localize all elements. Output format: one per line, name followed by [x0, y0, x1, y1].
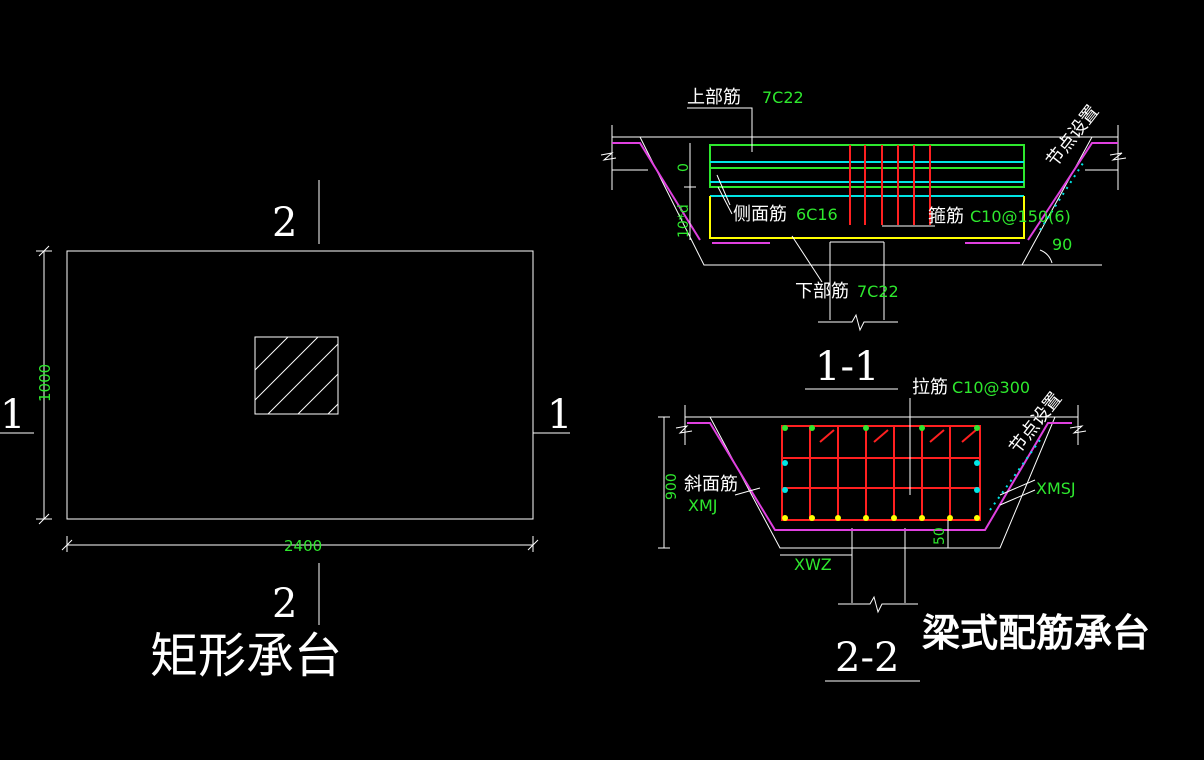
- side-bar-label: 侧面筋: [733, 204, 787, 225]
- tie-value: C10@300: [952, 378, 1030, 397]
- section-2-title: 2-2: [835, 635, 899, 681]
- node-label-1: 节点设置: [1042, 101, 1103, 171]
- haunch-bar-left: [612, 142, 701, 241]
- stirrup-label: 箍筋: [928, 206, 964, 227]
- top-bar-value: 7C22: [762, 88, 804, 107]
- bottom-bar-value: 7C22: [857, 282, 899, 301]
- column-hatch: [254, 336, 339, 415]
- width-dimension: [61, 536, 539, 552]
- dim-50: 50: [932, 527, 948, 545]
- tie-label: 拉筋: [912, 377, 948, 398]
- height-dim-text: 1000: [36, 364, 54, 402]
- bottom-bar: [709, 196, 1025, 239]
- xmj-label: XMJ: [688, 496, 717, 515]
- haunch-bar-right: [1027, 142, 1118, 241]
- section-1-1: 上部筋 7C22 侧面筋 6C16 下部筋 7C22 箍筋 C10@150(6)…: [600, 87, 1127, 390]
- caption: 梁式配筋承台: [922, 611, 1150, 655]
- rebar-dots: [782, 425, 980, 521]
- xwz-label: XWZ: [794, 555, 832, 574]
- top-bar-cage: [709, 144, 1025, 188]
- top-bar-label: 上部筋: [687, 87, 741, 108]
- width-dim-text: 2400: [284, 537, 322, 555]
- slope-label: 斜面筋: [684, 474, 738, 495]
- dim-10d: 10*d: [676, 204, 692, 238]
- section-mark-2-top: 2: [272, 200, 297, 246]
- side-bar-value: 6C16: [796, 205, 838, 224]
- plan-title: 矩形承台: [150, 628, 342, 684]
- stirrup-value: C10@150(6): [970, 207, 1071, 226]
- height-dimension: [36, 245, 52, 525]
- xmsj-label: XMSJ: [1036, 479, 1076, 498]
- section-1-title: 1-1: [815, 344, 879, 390]
- stirrups: [849, 145, 931, 225]
- bottom-bar-label: 下部筋: [795, 281, 849, 302]
- dim-900: 900: [664, 473, 680, 500]
- section-mark-1-right: 1: [547, 392, 572, 438]
- dim-0: 0: [676, 163, 692, 172]
- rebar-grid: [781, 425, 981, 521]
- section-mark-2-bottom: 2: [272, 581, 297, 627]
- cap-outline: [66, 250, 534, 520]
- section-mark-1-left: 1: [0, 392, 25, 438]
- plan-view: 2 2 1 1 2400 1000 矩形承台: [0, 180, 572, 684]
- angle-90: 90: [1052, 235, 1072, 254]
